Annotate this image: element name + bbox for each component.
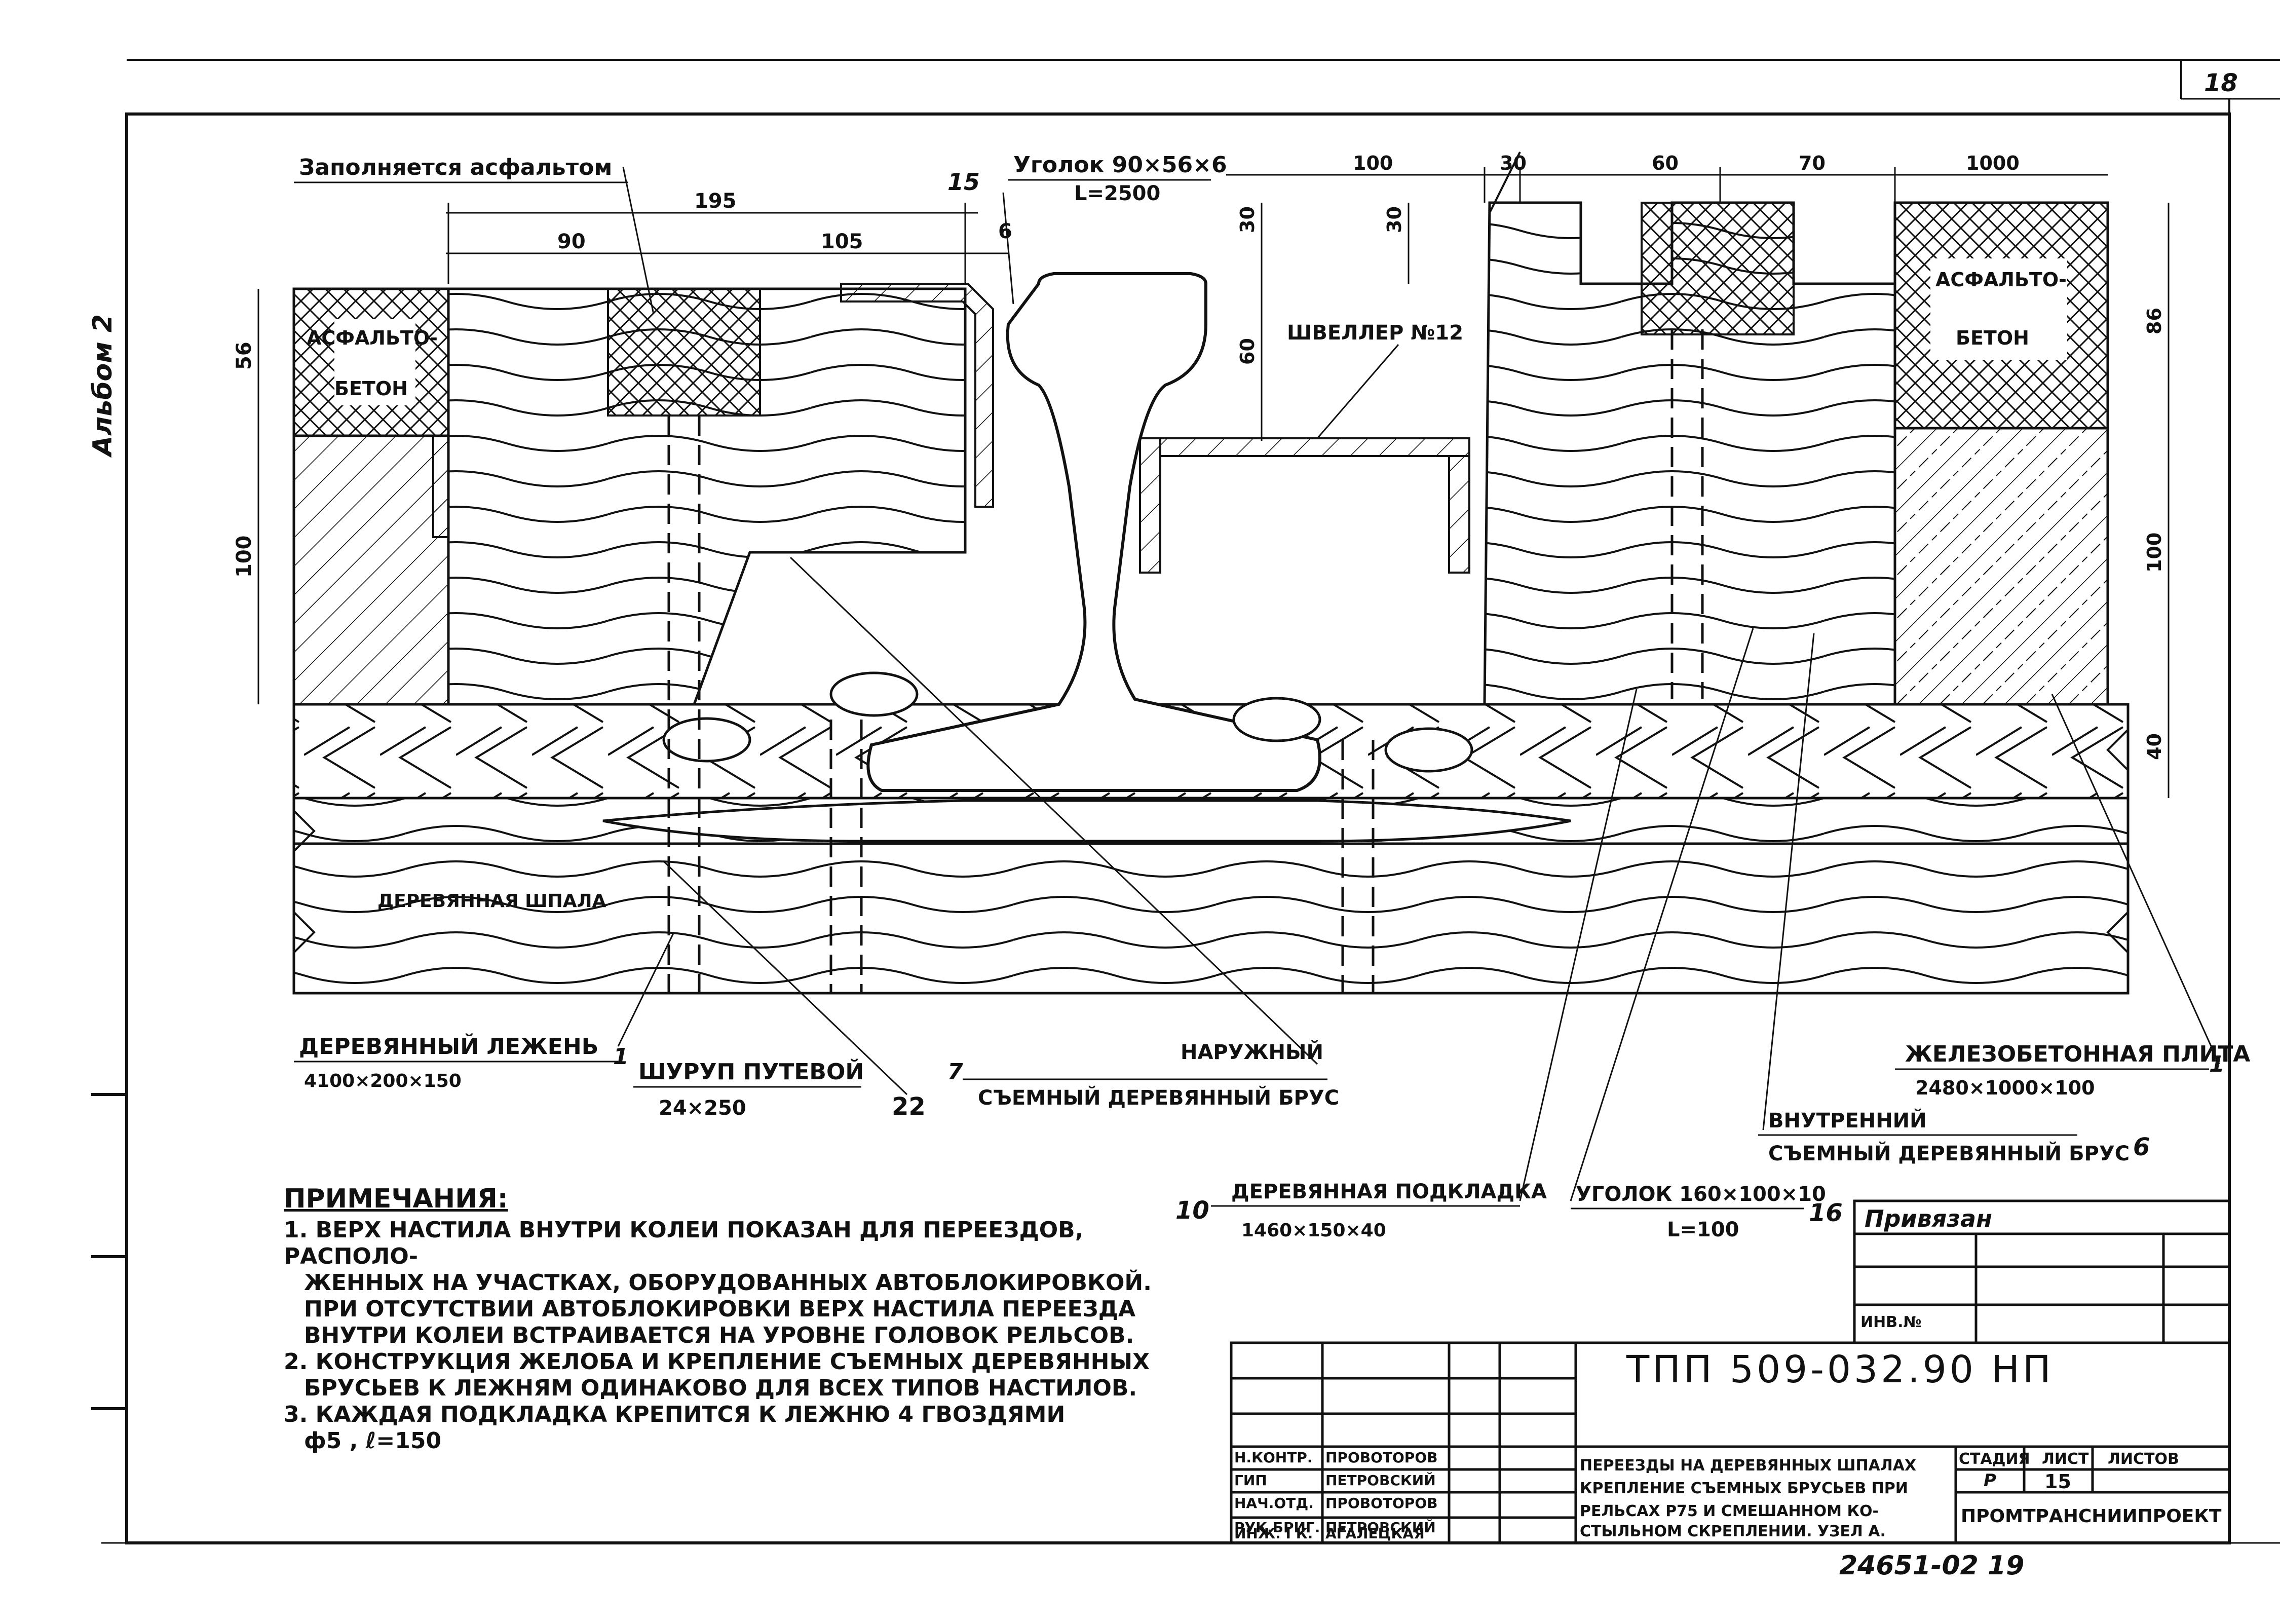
label-item-15: 15 (947, 168, 980, 196)
dim-105: 105 (821, 230, 863, 253)
dim-40: 40 (2143, 733, 2165, 760)
dim-100-top: 100 (1353, 152, 1393, 174)
label-wooden-sleeper: ДЕРЕВЯННАЯ ШПАЛА (377, 891, 606, 912)
label-asphalt-right-2: БЕТОН (1956, 327, 2029, 349)
sheet-corner-number: 18 (2204, 69, 2238, 97)
notes-heading: ПРИМЕЧАНИЯ: (284, 1184, 508, 1214)
dim-56: 56 (233, 342, 256, 370)
label-fill-asphalt: Заполняется асфальтом (299, 155, 612, 180)
label-asphalt-left-2: БЕТОН (334, 377, 408, 400)
label-screw-size: 24×250 (659, 1097, 746, 1120)
label-angle-90-length: L=2500 (1074, 182, 1160, 205)
note-line-4: ВНУТРИ КОЛЕИ ВСТРАИВАЕТСЯ НА УРОВНЕ ГОЛО… (304, 1323, 1134, 1348)
label-item-16: 16 (1809, 1199, 1843, 1227)
label-pad-size: 1460×150×40 (1241, 1220, 1386, 1241)
tb-code: ТПП 509-032.90 НП (1626, 1348, 2054, 1391)
tb-sheet-header: ЛИСТ (2042, 1450, 2089, 1468)
tb-title-2: КРЕПЛЕНИЕ СЪЕМНЫХ БРУСЬЕВ ПРИ (1580, 1480, 1908, 1497)
label-rc-slab: ЖЕЛЕЗОБЕТОННАЯ ПЛИТА (1905, 1041, 2250, 1067)
dim-6: 6 (998, 220, 1012, 243)
tb-sheet: 15 (2044, 1470, 2071, 1493)
note-line-2: ЖЕННЫХ НА УЧАСТКАХ, ОБОРУДОВАННЫХ АВТОБЛ… (304, 1270, 1152, 1296)
label-inner-beam-1: ВНУТРЕННИЙ (1768, 1108, 1927, 1132)
dim-86: 86 (2143, 308, 2165, 334)
notes-block: ПРИМЕЧАНИЯ: 1. ВЕРХ НАСТИЛА ВНУТРИ КОЛЕИ… (284, 1186, 1196, 1454)
dim-70-top: 70 (1799, 152, 1826, 174)
label-angle-90: Уголок 90×56×6 (1013, 152, 1227, 178)
label-item-6: 6 (2133, 1133, 2150, 1161)
note-line-7: 3. КАЖДАЯ ПОДКЛАДКА КРЕПИТСЯ К ЛЕЖНЮ 4 Г… (284, 1402, 1066, 1427)
tb-title-4: СТЫЛЬНОМ СКРЕПЛЕНИИ. УЗЕЛ А. (1580, 1523, 1886, 1540)
dim-1000-top: 1000 (1966, 152, 2020, 174)
tb-sheets-header: ЛИСТОВ (2108, 1450, 2179, 1468)
tb-role-2: НАЧ.ОТД. (1234, 1495, 1314, 1512)
tb-name-3: ПЕТРОВСКИЙ (1325, 1519, 1436, 1536)
tb-name-2: ПРОВОТОРОВ (1325, 1495, 1438, 1512)
label-item-22: 22 (892, 1092, 926, 1121)
tb-role-1: ГИП (1234, 1472, 1267, 1489)
label-angle-160-length: L=100 (1667, 1218, 1739, 1241)
tb-bottom-number: 24651-02 19 (1839, 1551, 2025, 1581)
label-item-7: 7 (947, 1059, 963, 1085)
album-label: Альбом 2 (88, 314, 118, 458)
note-line-3: ПРИ ОТСУТСТВИИ АВТОБЛОКИРОВКИ ВЕРХ НАСТИ… (304, 1296, 1135, 1322)
note-line-1: 1. ВЕРХ НАСТИЛА ВНУТРИ КОЛЕИ ПОКАЗАН ДЛЯ… (284, 1217, 1084, 1269)
tb-role-0: Н.КОНТР. (1234, 1449, 1313, 1466)
label-channel: ШВЕЛЛЕР №12 (1287, 321, 1463, 345)
dim-60-top: 60 (1652, 152, 1679, 174)
label-outer-beam-1: НАРУЖНЫЙ (1181, 1040, 1323, 1064)
tb-name-4: АГАЛЕЦКАЯ (1325, 1525, 1425, 1542)
label-asphalt-right-1: АСФАЛЬТО- (1935, 269, 2067, 291)
note-line-8: ф5 , ℓ=150 (304, 1428, 442, 1454)
label-asphalt-left-1: АСФАЛЬТО- (307, 327, 438, 349)
note-line-5: 2. КОНСТРУКЦИЯ ЖЕЛОБА И КРЕПЛЕНИЕ СЪЕМНЫ… (284, 1349, 1150, 1375)
label-item-1-left: 1 (613, 1044, 629, 1070)
tb-stage: Р (1984, 1470, 1996, 1491)
tb-title-1: ПЕРЕЕЗДЫ НА ДЕРЕВЯННЫХ ШПАЛАХ (1580, 1457, 1917, 1475)
note-line-6: БРУСЬЕВ К ЛЕЖНЯМ ОДИНАКОВО ДЛЯ ВСЕХ ТИПО… (304, 1375, 1137, 1401)
tb-stage-header: СТАДИЯ (1959, 1450, 2030, 1468)
label-angle-160: УГОЛОК 160×100×10 (1576, 1183, 1826, 1206)
dim-100-right: 100 (2143, 533, 2165, 573)
tb-role-3: РУК.БРИГ. (1234, 1519, 1320, 1536)
label-wooden-bearer-size: 4100×200×150 (304, 1071, 462, 1091)
dim-195: 195 (694, 190, 737, 213)
tb-bound: Привязан (1865, 1205, 1992, 1232)
label-outer-beam-2: СЪЕМНЫЙ ДЕРЕВЯННЫЙ БРУС (978, 1085, 1339, 1110)
label-rc-slab-size: 2480×1000×100 (1915, 1077, 2095, 1099)
tb-title-3: РЕЛЬСАХ Р75 И СМЕШАННОМ КО- (1580, 1502, 1879, 1520)
tb-name-1: ПЕТРОВСКИЙ (1325, 1472, 1436, 1489)
tb-inv-no: ИНВ.№ (1860, 1313, 1922, 1331)
label-item-10: 10 (1175, 1196, 1209, 1225)
tb-role-4: ИНЖ. I К. (1234, 1525, 1313, 1542)
label-item-1-right: 1 (2209, 1051, 2225, 1077)
dim-60-v: 60 (1236, 338, 1259, 365)
tb-name-0: ПРОВОТОРОВ (1325, 1449, 1438, 1466)
dim-30-v1: 30 (1236, 206, 1259, 233)
dim-90: 90 (557, 230, 586, 253)
label-inner-beam-2: СЪЕМНЫЙ ДЕРЕВЯННЫЙ БРУС (1768, 1141, 2130, 1165)
dim-30-top: 30 (1500, 152, 1527, 174)
label-screw: ШУРУП ПУТЕВОЙ (638, 1058, 864, 1085)
label-pad: ДЕРЕВЯННАЯ ПОДКЛАДКА (1231, 1180, 1547, 1203)
dim-100-left: 100 (233, 536, 256, 578)
label-wooden-bearer: ДЕРЕВЯННЫЙ ЛЕЖЕНЬ (299, 1033, 598, 1060)
tb-org: ПРОМТРАНСНИИПРОЕКТ (1961, 1506, 2222, 1527)
dim-30-v2: 30 (1383, 206, 1405, 233)
